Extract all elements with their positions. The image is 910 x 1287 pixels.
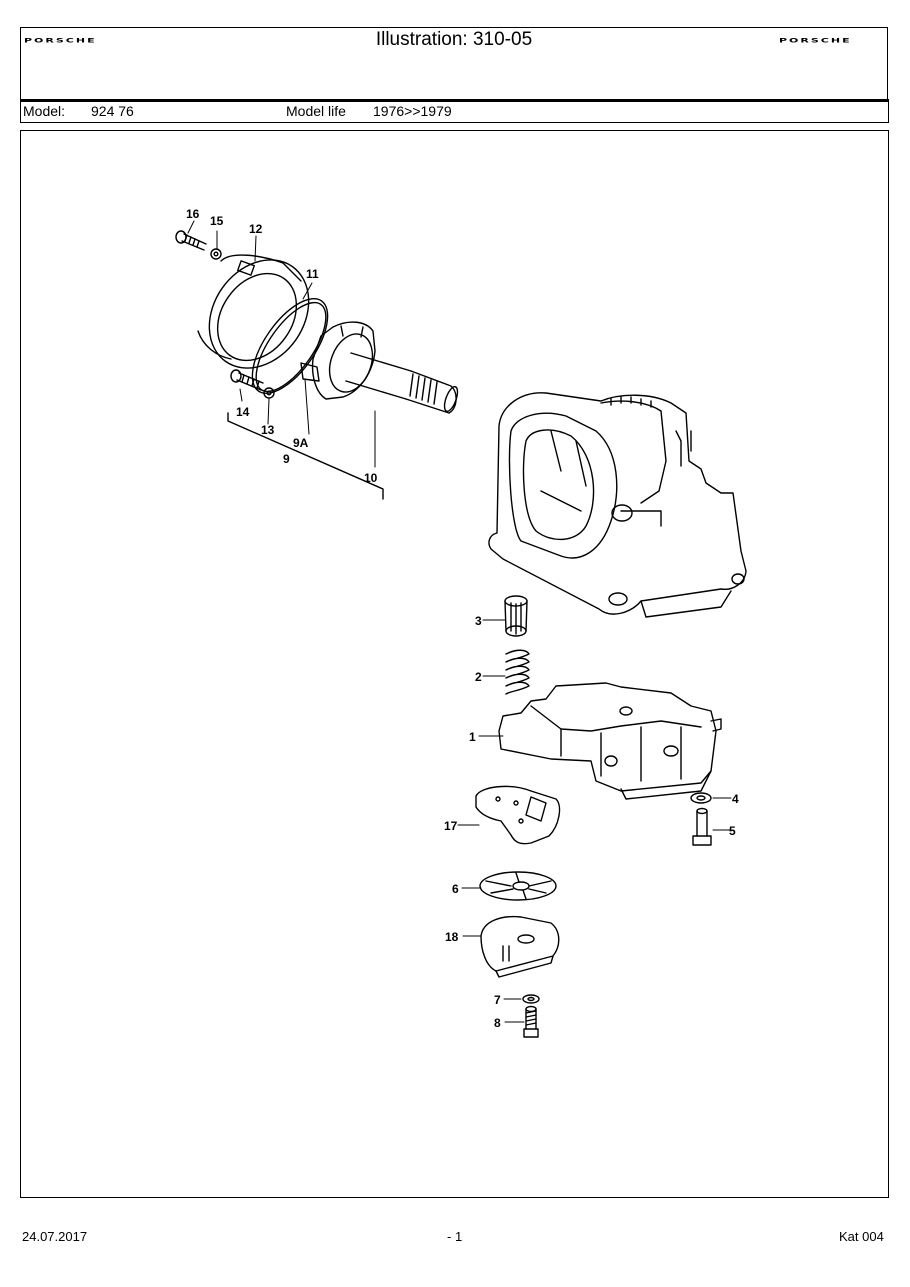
plate-9a [300, 362, 320, 382]
model-life-value: 1976>>1979 [373, 103, 452, 119]
strainer-3 [504, 595, 528, 637]
porsche-logo-right: PORSCHE [779, 37, 852, 45]
callout-17: 17 [444, 819, 458, 833]
housing-10 [311, 321, 459, 414]
callout-10: 10 [364, 471, 378, 485]
footer-page-number: - 1 [447, 1229, 463, 1244]
bolt-5 [692, 807, 712, 846]
callout-11: 11 [306, 267, 319, 281]
screw-8 [523, 1005, 539, 1038]
callout-2: 2 [475, 670, 482, 684]
header-box: PORSCHE Illustration: 310-05 PORSCHE [20, 27, 888, 99]
washer-4 [690, 792, 712, 804]
washer-7 [522, 994, 540, 1004]
gasket-17 [475, 785, 561, 845]
model-label: Model: [23, 103, 66, 119]
bracket-9 [227, 412, 384, 500]
header-rule [20, 99, 889, 102]
callout-5: 5 [729, 824, 736, 838]
page-title: Illustration: 310-05 [375, 29, 533, 50]
callout-labels: 16 15 12 11 14 13 9A 9 10 3 2 1 17 4 5 6… [186, 207, 739, 1030]
washer-15 [210, 248, 222, 260]
footer-date: 24.07.2017 [22, 1229, 88, 1244]
washer-13 [263, 387, 275, 399]
model-life-label: Model life [286, 103, 346, 119]
illustration-frame: 16 15 12 11 14 13 9A 9 10 3 2 1 17 4 5 6… [20, 130, 889, 1198]
callout-18: 18 [445, 930, 459, 944]
callout-8: 8 [494, 1016, 501, 1030]
callout-9a: 9A [293, 436, 309, 450]
oil-pan-18 [480, 915, 560, 978]
cover-12 [197, 254, 310, 369]
callout-9: 9 [283, 452, 290, 466]
callout-15: 15 [210, 214, 224, 228]
porsche-logo-left: PORSCHE [24, 37, 97, 45]
model-value: 924 76 [91, 103, 134, 119]
callout-12: 12 [249, 222, 263, 236]
spring-2 [505, 649, 530, 695]
bolt-16 [175, 230, 207, 251]
callout-6: 6 [452, 882, 459, 896]
callout-1: 1 [469, 730, 476, 744]
plate-6 [479, 871, 557, 901]
callout-13: 13 [261, 423, 275, 437]
callout-7: 7 [494, 993, 501, 1007]
callout-4: 4 [732, 792, 739, 806]
leader-lines [187, 220, 732, 1023]
footer-catalog: Kat 004 [839, 1229, 884, 1244]
callout-3: 3 [475, 614, 482, 628]
callout-16: 16 [186, 207, 200, 221]
exploded-parts-diagram: 16 15 12 11 14 13 9A 9 10 3 2 1 17 4 5 6… [175, 207, 747, 1038]
transmission-case [488, 392, 747, 618]
model-row: Model: 924 76 Model life 1976>>1979 [20, 102, 889, 123]
callout-14: 14 [236, 405, 250, 419]
valve-body-1 [498, 682, 722, 800]
bolt-14 [230, 369, 264, 391]
